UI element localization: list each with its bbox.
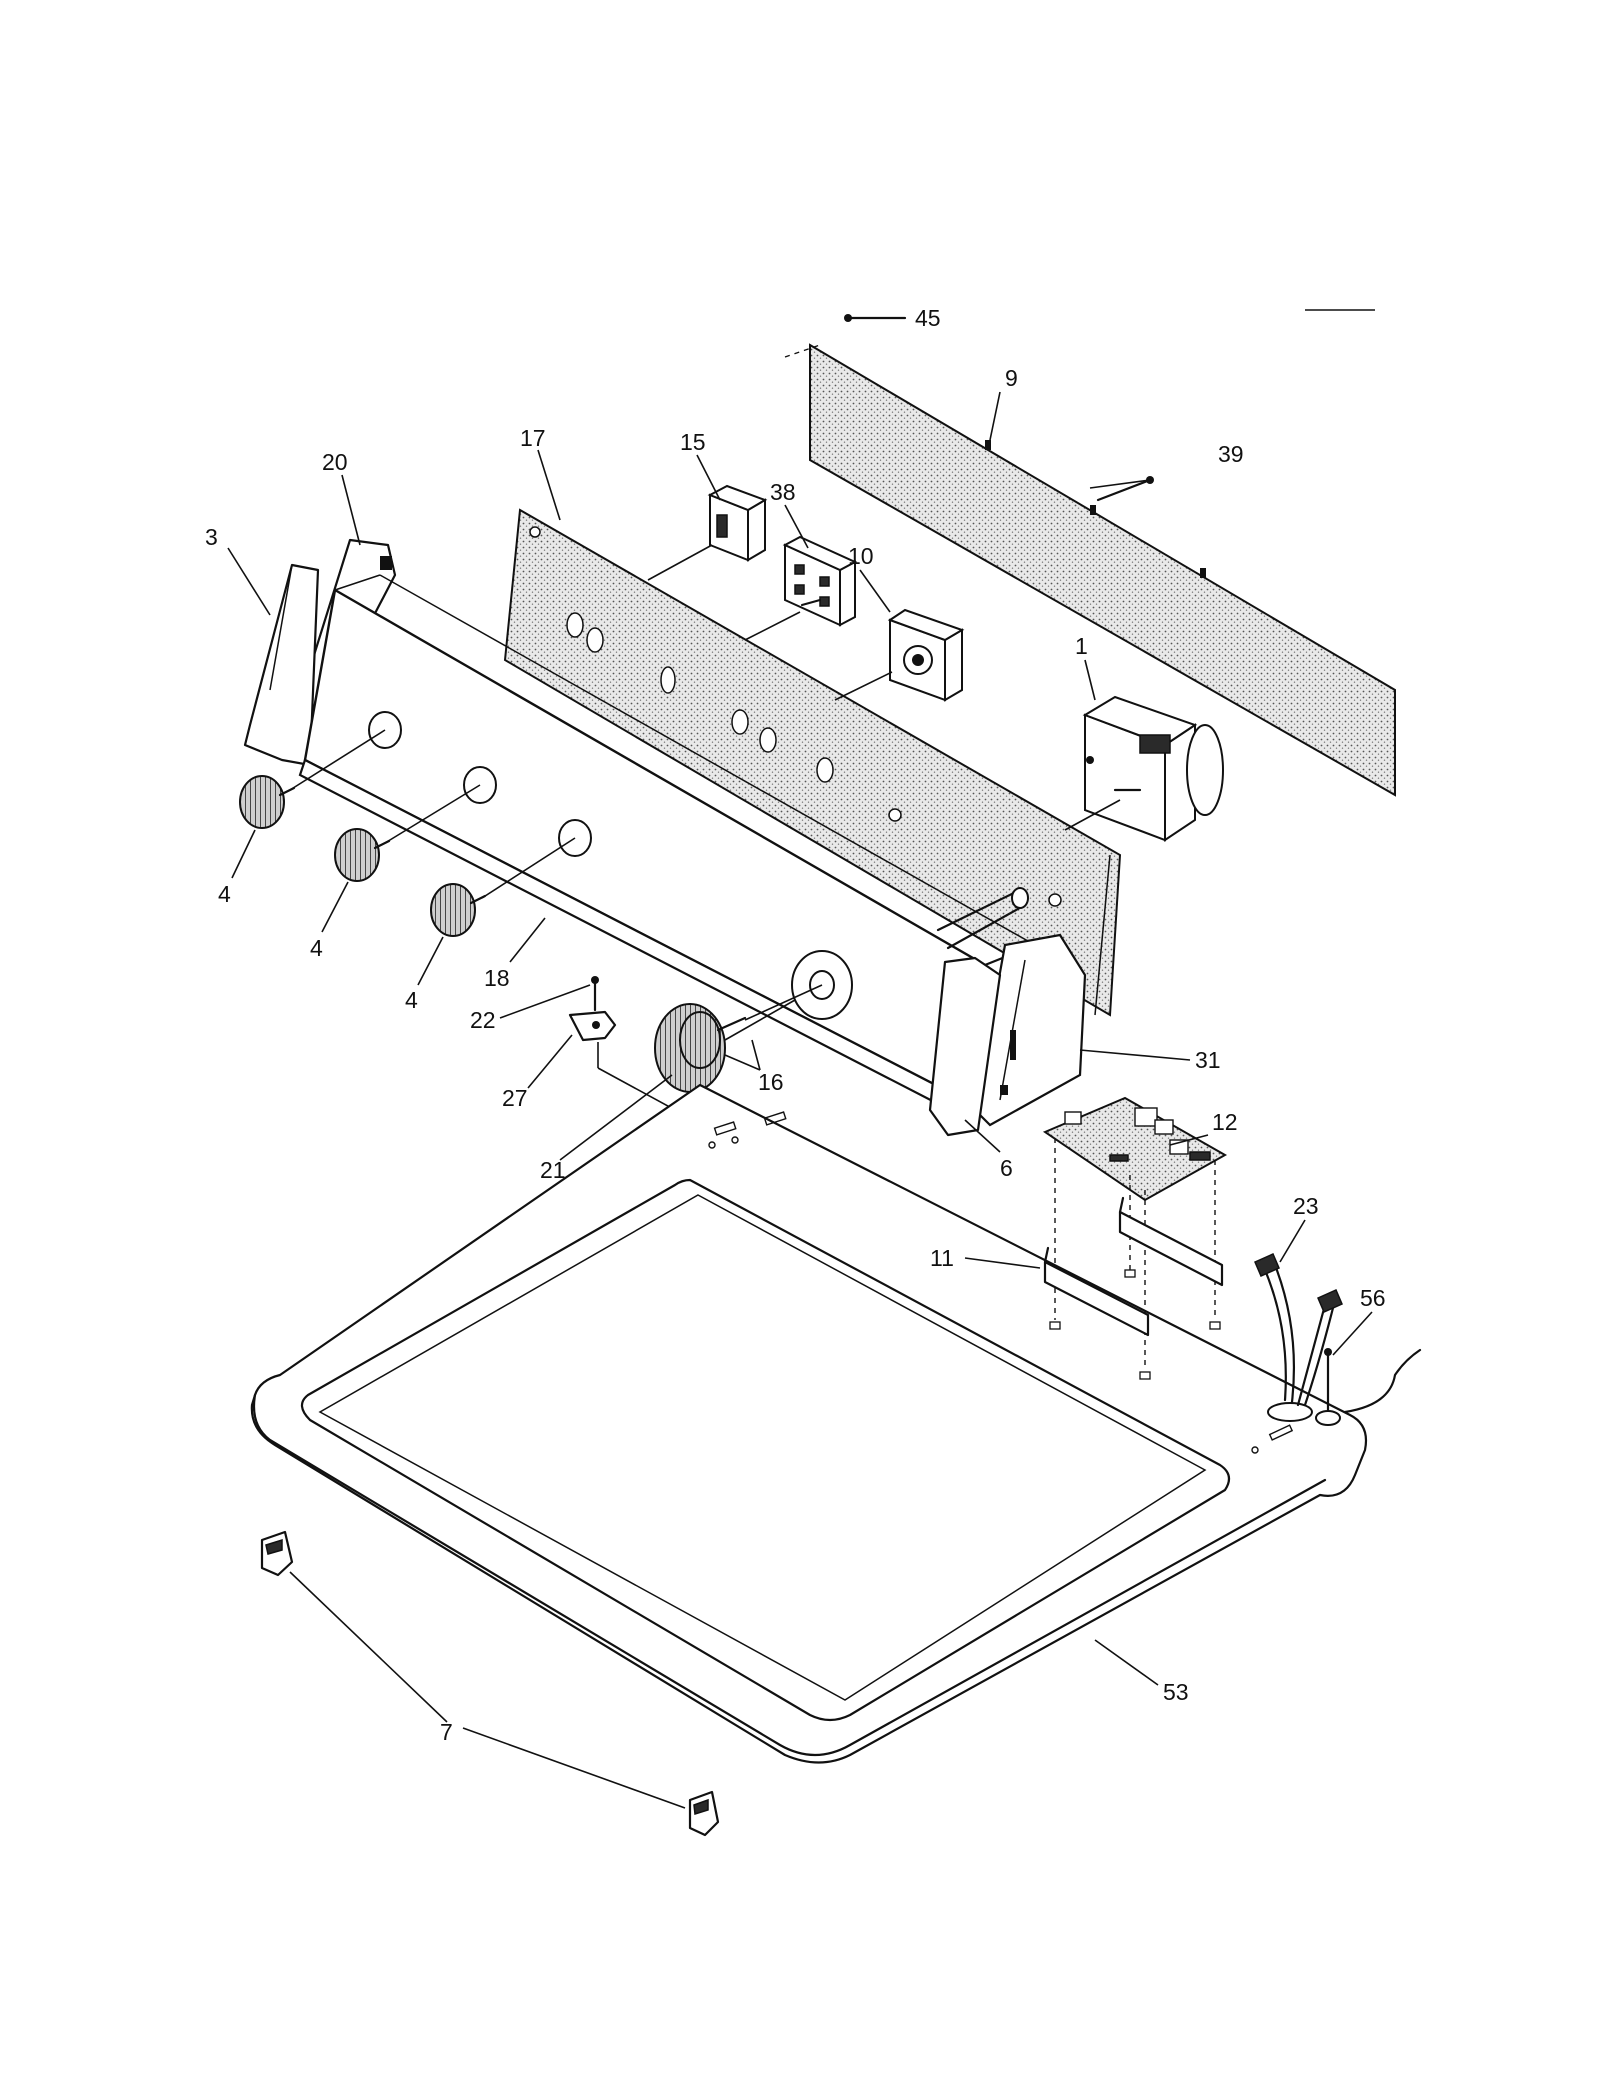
callout-31: 31 (1195, 1047, 1221, 1073)
callout-10: 10 (848, 543, 874, 569)
wire-harness-part (1254, 1253, 1343, 1422)
ground-screw-part (1315, 1348, 1422, 1426)
knob-4a-part (239, 775, 296, 829)
screw-39-part (1096, 476, 1154, 502)
bracket-11b-part (1118, 1196, 1224, 1287)
callout-4a: 4 (218, 881, 231, 907)
callout-1: 1 (1075, 633, 1088, 659)
callout-56: 56 (1360, 1285, 1386, 1311)
callout-45: 45 (915, 305, 941, 331)
callout-22: 22 (470, 1007, 496, 1033)
rear-panel-part (784, 343, 1396, 797)
timer-part (1082, 695, 1224, 842)
callout-4b: 4 (310, 935, 323, 961)
callout-9: 9 (1005, 365, 1018, 391)
callout-12: 12 (1212, 1109, 1238, 1135)
foot-7a-part (260, 1530, 294, 1577)
bracket-11-part (1043, 1246, 1150, 1337)
screw-22-part (591, 976, 599, 1012)
callout-27: 27 (502, 1085, 528, 1111)
callout-38: 38 (770, 479, 796, 505)
shaft-part (936, 887, 1029, 950)
callout-16: 16 (758, 1069, 784, 1095)
leader-lines (227, 391, 1373, 1809)
console-panel-part (298, 574, 1037, 1112)
callout-7: 7 (440, 1719, 453, 1745)
callout-23: 23 (1293, 1193, 1319, 1219)
screw-45-part (844, 314, 907, 322)
clip-27-part (568, 1010, 617, 1042)
callout-3: 3 (205, 524, 218, 550)
callout-17: 17 (520, 425, 546, 451)
switch-10-part (887, 608, 965, 702)
callout-4c: 4 (405, 987, 418, 1013)
switch-38-part (782, 535, 858, 627)
callout-20: 20 (322, 449, 348, 475)
callout-11: 11 (930, 1245, 954, 1271)
end-cap-31-part (973, 933, 1087, 1127)
foot-7b-part (688, 1790, 720, 1837)
callout-39: 39 (1218, 441, 1244, 467)
end-cap-3-part (243, 563, 320, 767)
knob-4c-part (430, 883, 487, 937)
callout-15: 15 (680, 429, 706, 455)
callout-6: 6 (1000, 1155, 1013, 1181)
callout-21: 21 (540, 1157, 566, 1183)
callout-18: 18 (484, 965, 510, 991)
knob-4b-part (334, 828, 391, 882)
callout-53: 53 (1163, 1679, 1189, 1705)
knob-21-part (654, 1003, 747, 1093)
switch-15-part (707, 484, 768, 562)
control-board-part (1042, 1096, 1228, 1202)
top-cover-part (250, 1083, 1368, 1764)
end-cap-6-part (928, 956, 1002, 1137)
control-plate-part (503, 508, 1122, 1017)
